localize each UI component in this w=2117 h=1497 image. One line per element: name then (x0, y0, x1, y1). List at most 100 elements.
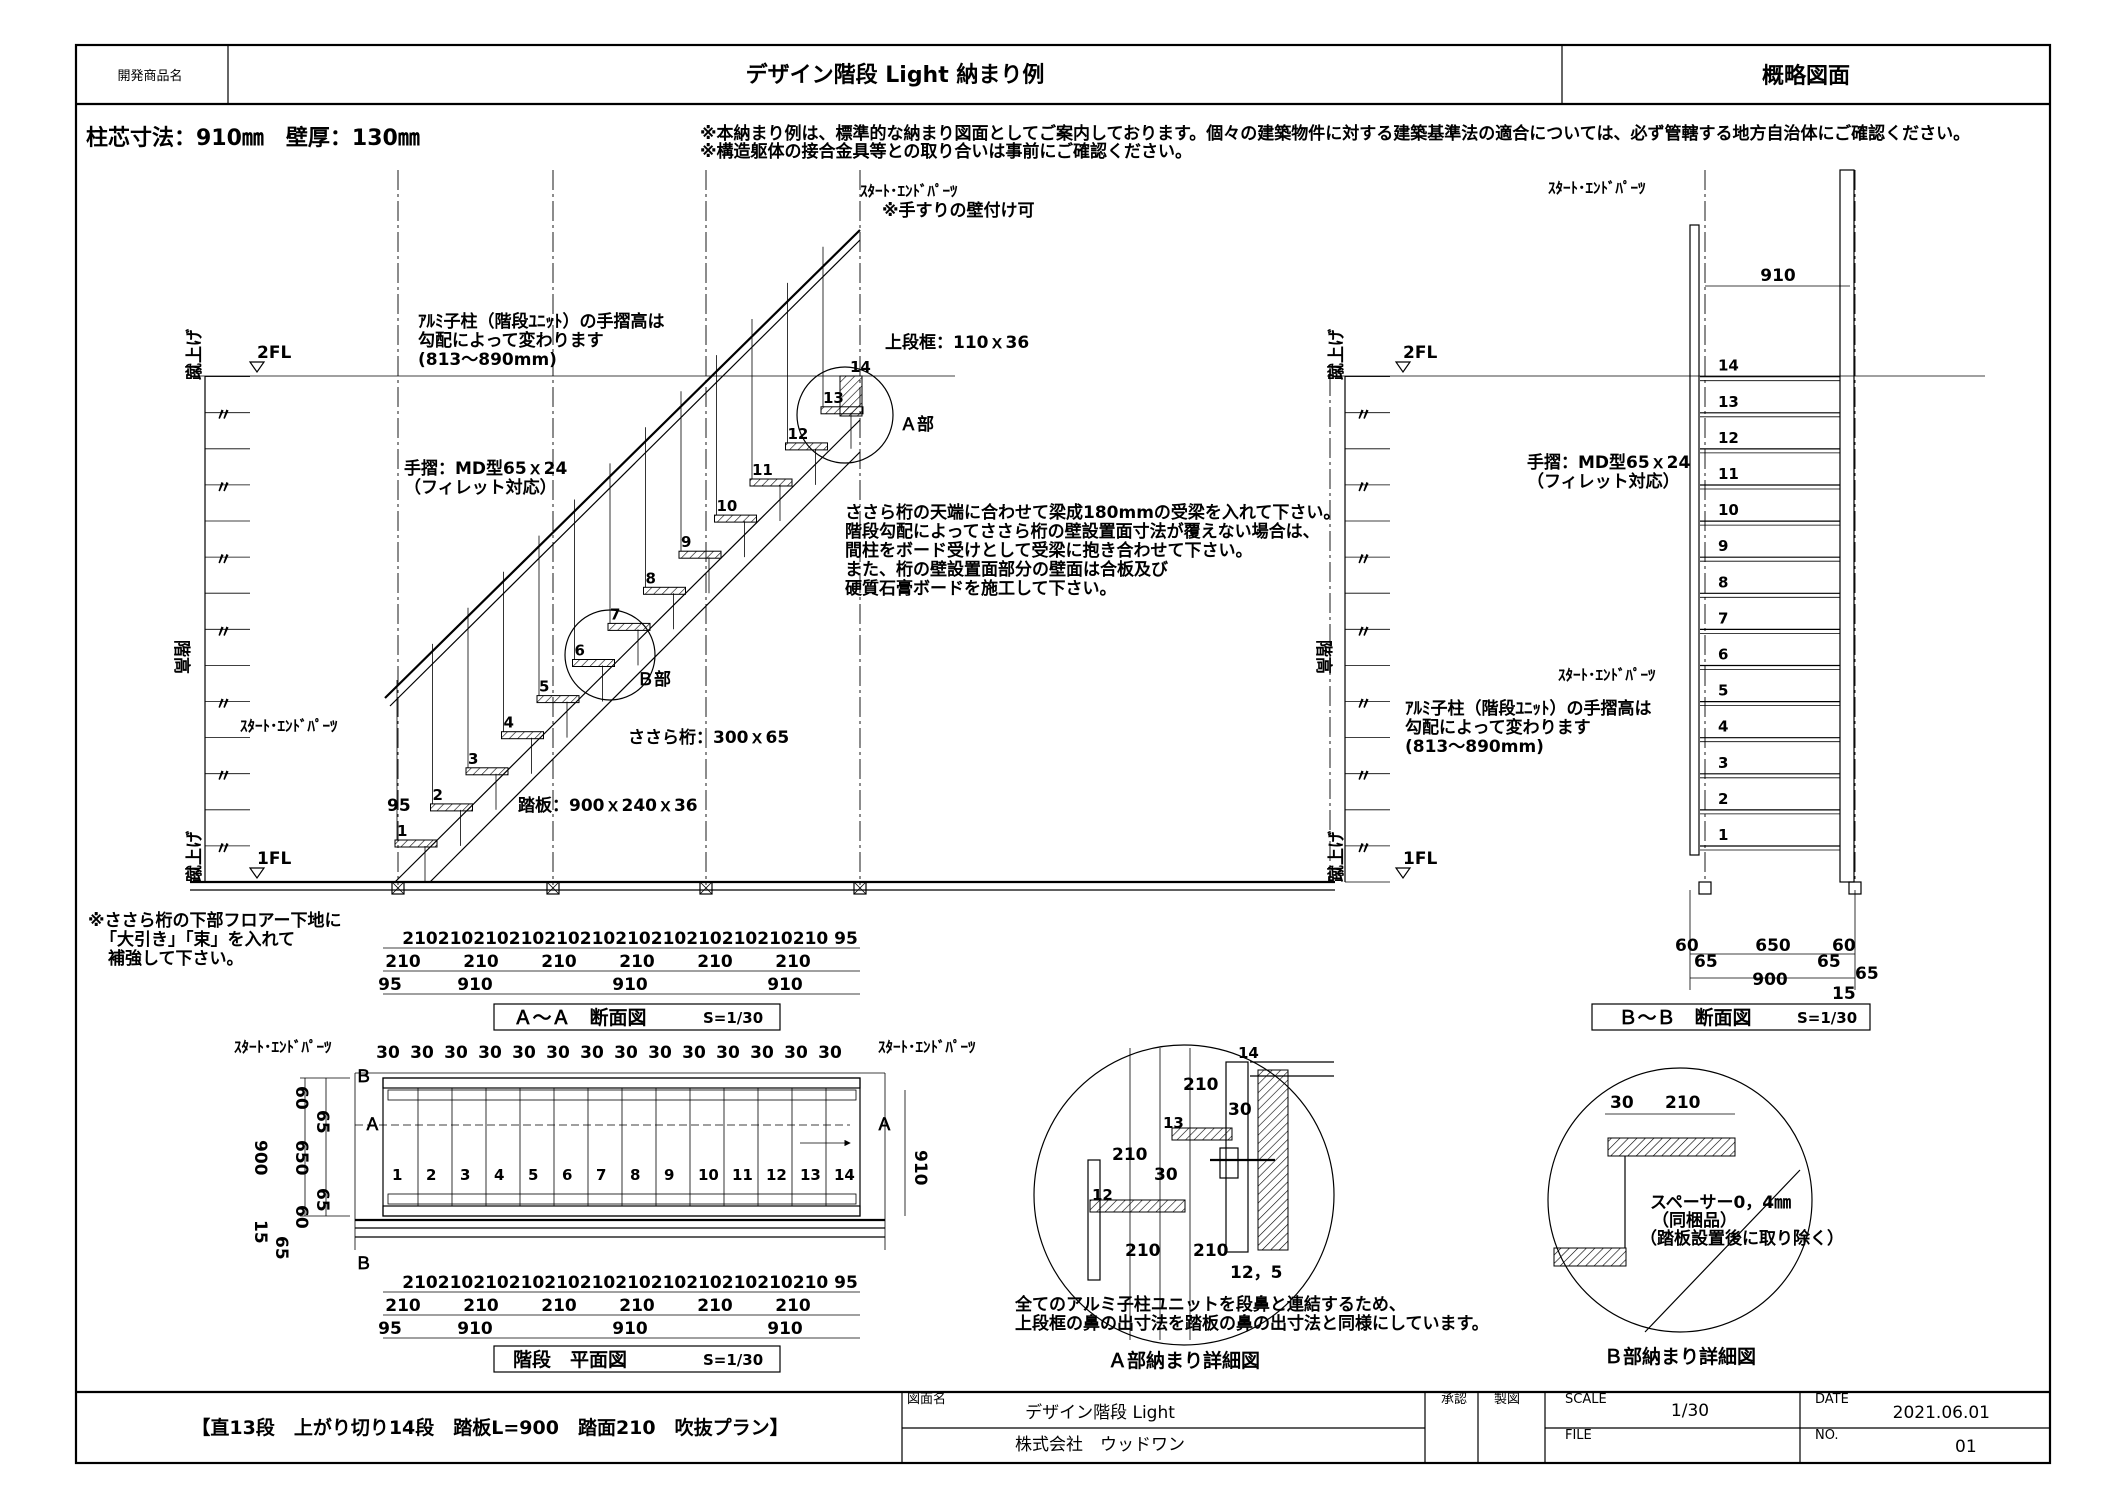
plan-step-label: 11 (732, 1166, 753, 1184)
aa-fl-top-marker (248, 361, 266, 374)
dim-row1-value: 210 (615, 929, 651, 949)
aa-handrail-1: 手摺：MD型65ｘ24 (404, 458, 568, 479)
bb-ditto-mark: 〃 (1355, 622, 1372, 642)
bb-dim-lines (1689, 890, 1856, 990)
aa-step-label: 10 (717, 497, 738, 515)
drawn-label: 製図 (1494, 1392, 1520, 1407)
plan-step-label: 14 (834, 1166, 855, 1184)
aa-baluster-2: 勾配によって変わります (418, 330, 604, 351)
aa-tread (749, 478, 793, 487)
aa-ditto-mark: 〃 (215, 622, 232, 642)
dim-row3-value: 910 (767, 1319, 803, 1339)
dim-row1-value: 210 (473, 929, 509, 949)
plan-top-dim: 30 (376, 1043, 400, 1063)
bb-ditto-mark: 〃 (1355, 406, 1372, 426)
plan-top-dim: 30 (682, 1043, 706, 1063)
detail-a-d210b: 210 (1112, 1145, 1148, 1165)
bb-step-label: 12 (1718, 429, 1739, 447)
note-1: ※本納まり例は、標準的な納まり図面としてご案内しております。個々の建築物件に対す… (700, 123, 1970, 144)
plan-d60b: 60 (291, 1205, 311, 1229)
dim-row3-value: 95 (378, 975, 402, 995)
dim-row2-value: 210 (619, 1296, 655, 1316)
plan-d65b: 65 (312, 1188, 332, 1212)
bb-side-label: 階高 (1313, 640, 1334, 674)
dim-row3-value: 910 (767, 975, 803, 995)
note-2: ※構造躯体の接合金具等との取り合いは事前にご確認ください。 (700, 141, 1192, 162)
dim-row2-value: 210 (775, 1296, 811, 1316)
file-label: FILE (1565, 1428, 1592, 1443)
detail-a-d30b: 30 (1154, 1165, 1178, 1185)
title-block (76, 1390, 2050, 1463)
detail-a-title: Ａ部納まり詳細図 (1108, 1349, 1260, 1372)
dim-row1-value: 210 (580, 929, 616, 949)
aa-note-4: また、桁の壁設置面部分の壁面は合板及び (845, 559, 1168, 580)
dim-row1-value: 95 (834, 929, 858, 949)
sheet-frame (74, 43, 2052, 1465)
aa-wall-mount: ※手すりの壁付け可 (882, 200, 1035, 221)
date-value: 2021.06.01 (1893, 1403, 1990, 1423)
dim-row1-value: 210 (544, 929, 580, 949)
aa-handrail-2: （フィレット対応） (404, 477, 557, 498)
bb-start-end-top: ｽﾀｰﾄ･ｴﾝﾄﾞﾊﾟｰﾂ (1548, 179, 1646, 197)
aa-baluster-1: ｱﾙﾐ子柱（階段ﾕﾆｯﾄ）の手摺高は (418, 311, 665, 332)
plan-top-dim: 30 (444, 1043, 468, 1063)
aa-step-label: 8 (646, 569, 656, 587)
aa-step-label: 13 (823, 389, 844, 407)
detail-b (1547, 1067, 1813, 1333)
bb-step-label: 1 (1718, 826, 1728, 844)
aa-step-label: 6 (575, 642, 585, 660)
aa-step-label: 11 (752, 461, 773, 479)
plan-d900: 900 (250, 1140, 270, 1176)
aa-tread (501, 731, 544, 740)
dim-row1-value: 210 (509, 929, 545, 949)
aa-part-a: Ａ部 (900, 414, 934, 435)
aa-side-label: 階高 (171, 640, 192, 674)
aa-column-marker (699, 881, 713, 895)
aa-column-marker-x (546, 881, 560, 895)
aa-tread (678, 550, 722, 559)
dim-row1-value: 210 (402, 1273, 438, 1293)
aa-scale: S=1/30 (703, 1009, 763, 1027)
aa-title: Ａ～Ａ 断面図 (513, 1006, 646, 1029)
plan-title: 階段 平面図 (513, 1348, 627, 1371)
bb-baluster-3: (813～890mm) (1405, 737, 1544, 757)
plan-step-label: 13 (800, 1166, 821, 1184)
dim-row1-value: 210 (580, 1273, 616, 1293)
aa-floor-note-2: 「大引き」「束」を入れて (100, 929, 295, 950)
bb-ditto-mark: 〃 (1355, 695, 1372, 715)
dim-row2-value: 210 (697, 1296, 733, 1316)
aa-title-box (493, 1003, 781, 1031)
bb-step-label: 13 (1718, 393, 1739, 411)
aa-column-marker (391, 881, 405, 895)
aa-note-5: 硬質石膏ボードを施工して下さい。 (845, 578, 1117, 599)
plan-top-dim: 30 (784, 1043, 808, 1063)
dim-row1-value: 210 (544, 1273, 580, 1293)
aa-rise-label-top: 蹴上げ (184, 328, 205, 380)
aa-ditto-mark: 〃 (215, 406, 232, 426)
dim-row1-value: 210 (757, 929, 793, 949)
bb-step-label: 7 (1718, 609, 1728, 627)
plan-left-dim-lines (300, 1077, 906, 1217)
bb-handrail-1: 手摺：MD型65ｘ24 (1527, 452, 1691, 473)
aa-column-marker-x (699, 881, 713, 895)
bb-d65c: 65 (1855, 964, 1879, 984)
plan-top-dim: 30 (716, 1043, 740, 1063)
bb-d60b: 60 (1832, 936, 1856, 956)
aa-baluster-3: (813～890mm) (418, 350, 557, 370)
plan-marker-a-right: Ａ (876, 1115, 893, 1135)
bb-column-marker (1698, 881, 1712, 895)
aa-column-marker-x (391, 881, 405, 895)
aa-tread (714, 514, 757, 523)
bb-width-910: 910 (1760, 266, 1796, 286)
plan-d65c: 65 (271, 1236, 291, 1260)
plan-step-label: 6 (562, 1166, 572, 1184)
dim-row2-value: 210 (541, 952, 577, 972)
dim-row3-value: 910 (457, 975, 493, 995)
bb-step-label: 3 (1718, 754, 1728, 772)
bb-title-box (1591, 1003, 1871, 1031)
detail-a-s12: 12 (1092, 1186, 1113, 1204)
aa-step-label: 9 (681, 533, 691, 551)
plan-step-label: 8 (630, 1166, 640, 1184)
